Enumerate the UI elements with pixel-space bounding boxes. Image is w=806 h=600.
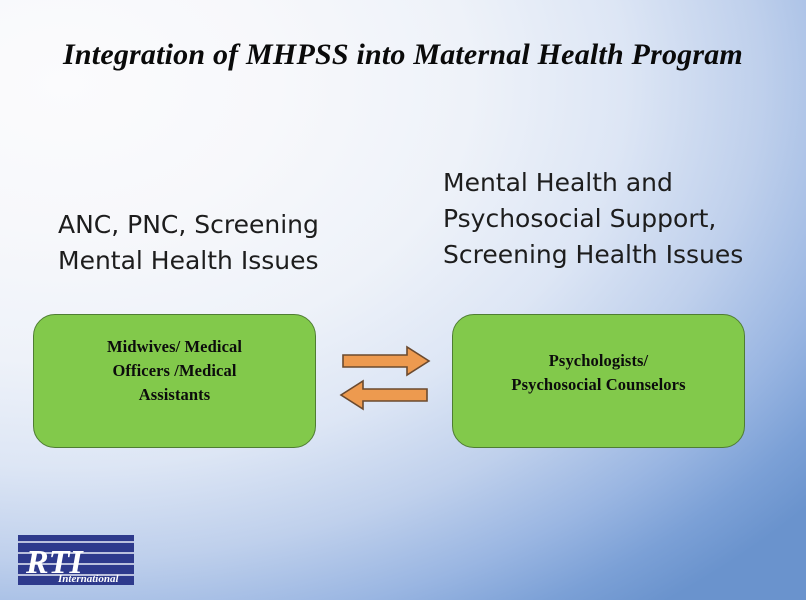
rti-international-logo: RTI International RTI International [18,531,134,587]
arrow-left-icon [339,379,428,411]
logo-subtitle-text: International [57,573,119,585]
caption-right-flow: Mental Health and Psychosocial Support, … [443,168,744,269]
logo-block [18,535,134,585]
arrow-right-icon [342,345,431,377]
arrow-pair [336,344,436,414]
node-left-label: Midwives/ Medical Officers /Medical Assi… [106,337,243,404]
node-midwives-medical-officers[interactable]: Midwives/ Medical Officers /Medical Assi… [33,314,316,448]
node-psychologists-counselors[interactable]: Psychologists/ Psychosocial Counselors [452,314,745,448]
node-right-label: Psychologists/ Psychosocial Counselors [511,351,686,394]
page-title: Integration of MHPSS into Maternal Healt… [63,38,743,71]
caption-left-flow: ANC, PNC, Screening Mental Health Issues [58,210,319,275]
logo-stripes [18,541,134,576]
logo-mark-text: RTI [25,544,84,581]
